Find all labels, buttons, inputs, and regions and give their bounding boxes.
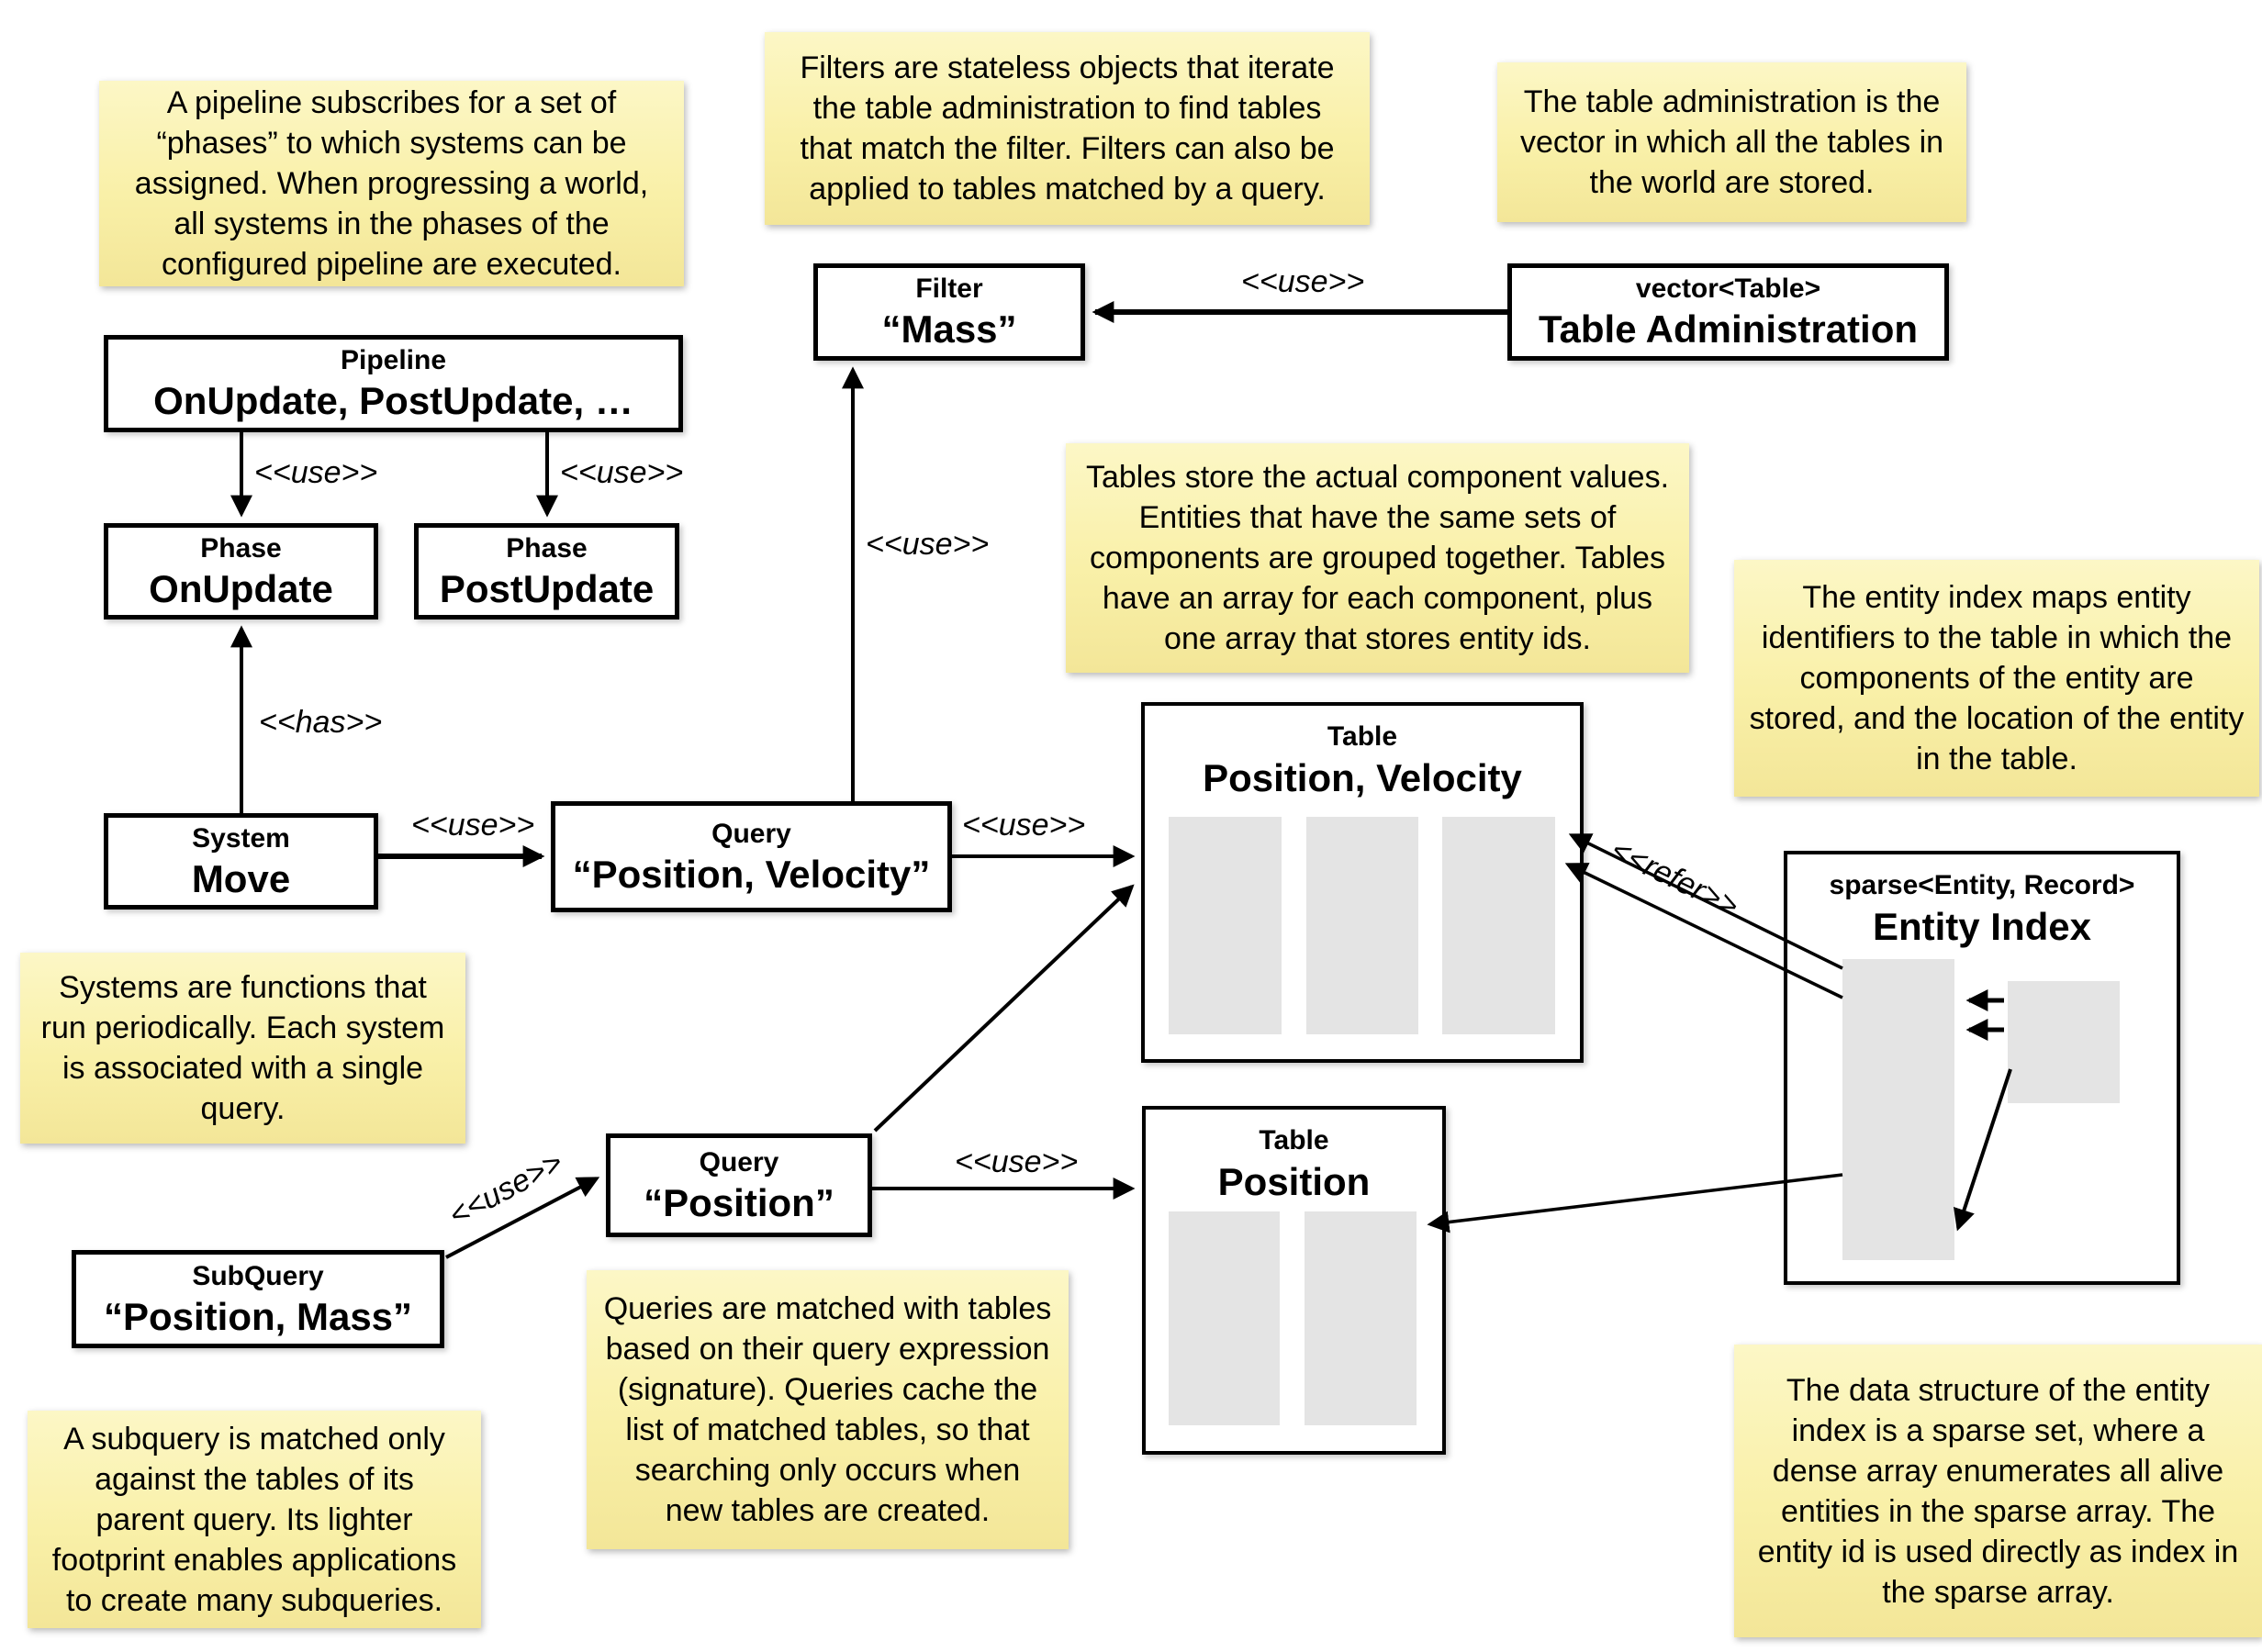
sparse-array	[1842, 959, 1954, 1260]
component-array	[1169, 1211, 1280, 1425]
note-systems: Systems are functions that run periodica…	[20, 953, 465, 1144]
box-subquery-type: SubQuery	[192, 1260, 324, 1291]
note-pipeline: A pipeline subscribes for a set of “phas…	[99, 81, 684, 286]
note-tables: Tables store the actual component values…	[1066, 443, 1689, 673]
box-table-administration: vector<Table> Table Administration	[1507, 263, 1949, 361]
box-query-position-velocity-type: Query	[711, 818, 791, 849]
box-system-move-name: Move	[191, 856, 291, 900]
note-table-administration: The table administration is the vector i…	[1497, 62, 1966, 222]
edge-label-use-query-filter: <<use>>	[866, 527, 990, 562]
box-pipeline: Pipeline OnUpdate, PostUpdate, …	[104, 335, 683, 432]
box-phase-onupdate-type: Phase	[200, 532, 282, 564]
edge-label-refer-entityindex-tablepv: <<refer>>	[1605, 832, 1744, 924]
box-phase-onupdate: Phase OnUpdate	[104, 523, 378, 620]
box-entity-index: sparse<Entity, Record> Entity Index	[1784, 851, 2180, 1285]
box-query-position-velocity-name: “Position, Velocity”	[572, 852, 931, 896]
box-table-administration-type: vector<Table>	[1635, 273, 1821, 304]
box-table-administration-name: Table Administration	[1538, 307, 1919, 351]
box-entity-index-name: Entity Index	[1872, 905, 2092, 948]
edge-label-use-pipeline-onupdate: <<use>>	[254, 455, 378, 490]
box-table-position-type: Table	[1259, 1125, 1329, 1155]
box-system-move: System Move	[104, 813, 378, 910]
component-array	[1305, 1211, 1417, 1425]
edge-label-use-queryp-tablep: <<use>>	[955, 1144, 1079, 1179]
component-array	[1442, 817, 1555, 1034]
note-filters: Filters are stateless objects that itera…	[765, 32, 1370, 225]
edge-label-has-system-phase: <<has>>	[259, 705, 383, 740]
box-query-position-velocity: Query “Position, Velocity”	[551, 801, 952, 912]
dense-array	[2008, 981, 2120, 1103]
note-queries: Queries are matched with tables based on…	[587, 1270, 1069, 1549]
box-entity-index-type: sparse<Entity, Record>	[1829, 870, 2135, 900]
box-table-position-velocity-type: Table	[1327, 721, 1398, 752]
component-array	[1306, 817, 1418, 1034]
component-array	[1169, 817, 1282, 1034]
box-table-position-name: Position	[1217, 1160, 1371, 1203]
box-filter: Filter “Mass”	[813, 263, 1085, 361]
box-pipeline-type: Pipeline	[340, 345, 447, 375]
box-subquery: SubQuery “Position, Mass”	[72, 1250, 444, 1348]
note-entity-index: The entity index maps entity identifiers…	[1734, 560, 2259, 797]
box-query-position-type: Query	[699, 1146, 779, 1178]
connector-entityindex-tablep	[1427, 1173, 1843, 1233]
connector-queryp-tablepv	[873, 884, 1135, 1133]
box-phase-postupdate-name: PostUpdate	[439, 566, 655, 610]
box-filter-name: “Mass”	[881, 307, 1017, 351]
box-filter-type: Filter	[915, 273, 983, 304]
box-subquery-name: “Position, Mass”	[103, 1294, 413, 1338]
edge-label-use-tableadmin-filter: <<use>>	[1241, 264, 1365, 299]
box-table-position-velocity-name: Position, Velocity	[1203, 756, 1522, 799]
edge-label-use-subquery-queryp: <<use>>	[442, 1144, 569, 1233]
edge-label-use-querypv-tablepv: <<use>>	[962, 808, 1086, 843]
box-phase-postupdate: Phase PostUpdate	[414, 523, 679, 620]
edge-label-use-pipeline-postupdate2: <<use>>	[560, 455, 684, 490]
box-table-position-velocity: Table Position, Velocity	[1141, 702, 1584, 1063]
box-phase-onupdate-name: OnUpdate	[149, 566, 333, 610]
box-pipeline-name: OnUpdate, PostUpdate, …	[153, 379, 633, 422]
box-system-move-type: System	[192, 822, 290, 854]
box-query-position: Query “Position”	[606, 1133, 872, 1237]
note-subquery: A subquery is matched only against the t…	[28, 1411, 481, 1628]
edge-label-use-system-query: <<use>>	[411, 808, 535, 843]
box-table-position: Table Position	[1142, 1106, 1446, 1455]
box-query-position-name: “Position”	[644, 1180, 834, 1224]
note-sparse-set: The data structure of the entity index i…	[1734, 1345, 2262, 1637]
box-phase-postupdate-type: Phase	[506, 532, 588, 564]
